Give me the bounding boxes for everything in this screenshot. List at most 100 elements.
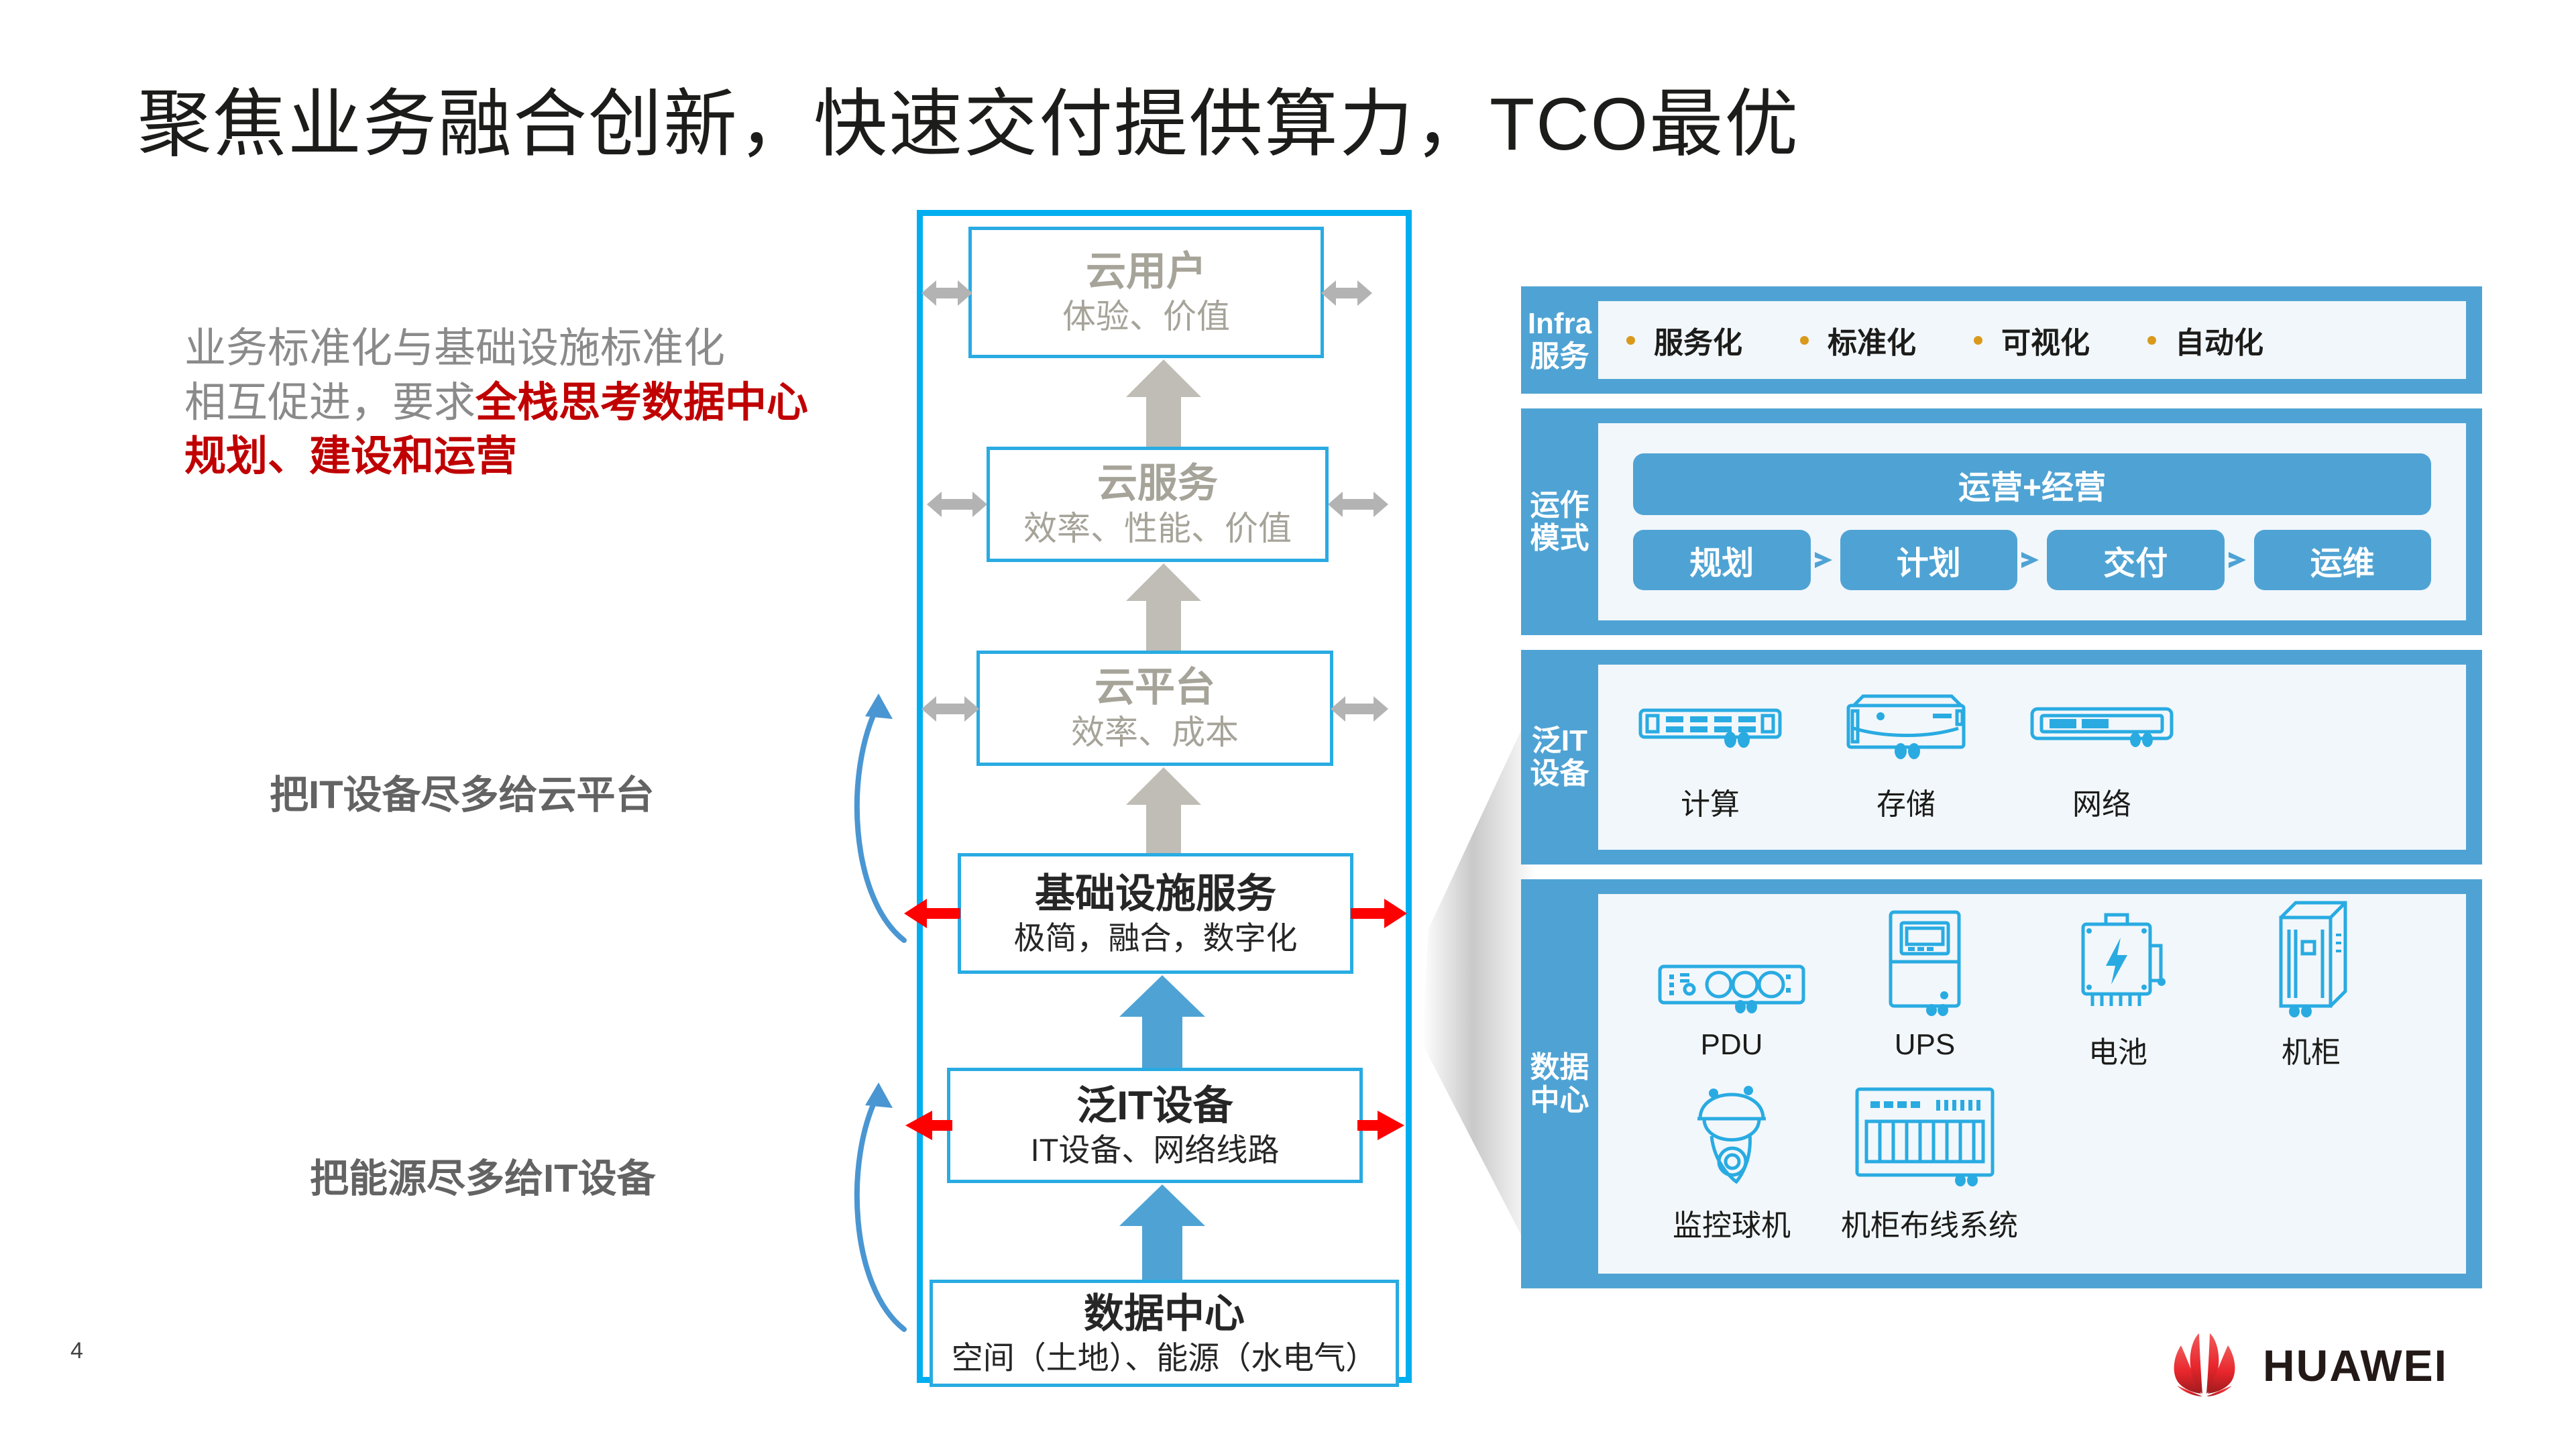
pill-schedule[interactable]: 计划: [1840, 530, 2017, 590]
pill-operation-business[interactable]: 运营+经营: [1633, 453, 2431, 515]
annotation-energy-to-it: 把能源尽多给IT设备: [310, 1157, 656, 1201]
center-stack-frame: 云用户 体验、价值 云服务 效率、性能、价值 云平台: [904, 210, 1412, 1387]
stack-box-general-it[interactable]: 泛IT设备 IT设备、网络线路: [947, 1068, 1363, 1183]
infra-bullet-item[interactable]: 服务化: [1626, 319, 1742, 361]
stack-up-arrow-4: [1119, 975, 1205, 1068]
stack-box-cloud-platform[interactable]: 云平台 效率、成本: [976, 651, 1333, 766]
dc-item-rack[interactable]: 机柜: [2227, 901, 2395, 1071]
stack-up-arrow-2: [1126, 563, 1201, 651]
stack-box-infra-service-title: 基础设施服务: [1035, 871, 1276, 916]
chevron-right-icon: [1811, 547, 1840, 573]
dc-item-rack-caption: 机柜: [2282, 1036, 2341, 1069]
band-infra-service-body: 服务化 标准化 可视化 自动化: [1598, 301, 2466, 379]
stack-box-general-it-subtitle: IT设备、网络线路: [1030, 1131, 1280, 1168]
side-red-arrow-left-2: [905, 1111, 952, 1140]
band-data-center-label-line2: 中心: [1530, 1084, 1589, 1117]
lead-paragraph-plain-2: 相互促进，要求: [184, 379, 476, 426]
band-operation-mode-label-line2: 模式: [1530, 522, 1589, 555]
lead-paragraph: 业务标准化与基础设施标准化 相互促进，要求全栈思考数据中心规划、建设和运营: [184, 322, 842, 484]
infra-bullet-item[interactable]: 标准化: [1800, 319, 1916, 361]
dc-item-ups[interactable]: UPS: [1841, 910, 2009, 1071]
stack-box-data-center-title: 数据中心: [1084, 1290, 1245, 1336]
infra-bullet-label: 标准化: [1828, 327, 1916, 359]
dc-item-battery[interactable]: 电池: [2034, 910, 2202, 1071]
it-item-compute[interactable]: 计算: [1626, 685, 1794, 823]
stack-box-infra-service[interactable]: 基础设施服务 极简，融合，数字化: [958, 853, 1353, 974]
stack-box-infra-service-subtitle: 极简，融合，数字化: [1013, 920, 1298, 956]
dc-icon-grid: PDU: [1598, 901, 2466, 1256]
chevron-right-icon: [2017, 547, 2047, 573]
stack-box-data-center[interactable]: 数据中心 空间（土地）、能源（水电气）: [930, 1280, 1399, 1387]
it-item-storage-caption: 存储: [1877, 788, 1936, 821]
pdu-icon: [1648, 910, 1815, 1017]
bullet-dot-icon: [1800, 335, 1809, 345]
it-item-network[interactable]: 网络: [2018, 685, 2186, 823]
band-data-center: 数据 中心: [1521, 879, 2482, 1288]
infra-bullet-label: 自动化: [2175, 327, 2263, 359]
band-general-it-equipment-label-line2: 设备: [1530, 757, 1589, 790]
dc-item-cabling-system[interactable]: 机柜布线系统: [1841, 1083, 2018, 1244]
pill-delivery[interactable]: 交付: [2047, 530, 2225, 590]
dc-item-cabling-system-caption: 机柜布线系统: [1841, 1209, 2018, 1242]
infra-bullet-row: 服务化 标准化 可视化 自动化: [1598, 319, 2466, 361]
band-operation-mode-body: 运营+经营 规划 计划 交付 运维: [1598, 423, 2466, 620]
band-general-it-equipment: 泛IT 设备: [1521, 650, 2482, 865]
infra-bullet-label: 服务化: [1654, 327, 1742, 359]
side-red-arrow-left-1: [904, 899, 960, 928]
stack-box-cloud-user-title: 云用户: [1086, 249, 1207, 294]
side-red-arrow-right-1: [1351, 899, 1407, 928]
stack-up-arrow-5: [1119, 1184, 1205, 1280]
band-operation-mode: 运作 模式 运营+经营 规划 计划 交付: [1521, 408, 2482, 635]
huawei-wordmark: HUAWEI: [2263, 1341, 2448, 1390]
lead-paragraph-highlight: 全栈思考数据中心规划、建设和运营: [184, 379, 809, 480]
side-double-arrow-right-3: [1331, 696, 1388, 722]
band-infra-service-label-line2: 服务: [1530, 340, 1589, 373]
infra-bullet-item[interactable]: 可视化: [1974, 319, 2090, 361]
infra-bullet-label: 可视化: [2001, 327, 2090, 359]
curved-arrow-up-1: [854, 693, 907, 943]
dc-item-ups-caption: UPS: [1894, 1028, 1956, 1061]
storage-array-icon: [1822, 685, 1990, 765]
stack-box-cloud-user-subtitle: 体验、价值: [1062, 298, 1230, 336]
cabling-system-icon: [1841, 1083, 2009, 1190]
server-compute-icon: [1626, 685, 1794, 765]
stack-box-cloud-platform-title: 云平台: [1095, 665, 1215, 710]
band-infra-service: Infra 服务 服务化 标准化 可视化: [1521, 286, 2482, 394]
stack-up-arrow-1: [1126, 359, 1201, 447]
stack-box-data-center-subtitle: 空间（土地）、能源（水电气）: [951, 1339, 1378, 1376]
bullet-dot-icon: [1974, 335, 1982, 345]
it-item-network-caption: 网络: [2072, 788, 2131, 821]
page-number: 4: [70, 1338, 83, 1363]
lead-paragraph-plain-1: 业务标准化与基础设施标准化: [184, 325, 726, 372]
side-red-arrow-right-2: [1357, 1111, 1404, 1140]
battery-icon: [2034, 910, 2202, 1017]
band-infra-service-label: Infra 服务: [1521, 286, 1598, 394]
band-general-it-equipment-body: 计算: [1598, 665, 2466, 850]
side-double-arrow-left-3: [921, 696, 979, 722]
dc-item-pdu[interactable]: PDU: [1648, 910, 1815, 1071]
bullet-dot-icon: [1626, 335, 1635, 345]
stack-box-cloud-service-title: 云服务: [1097, 461, 1218, 506]
band-operation-mode-label-line1: 运作: [1530, 488, 1589, 522]
ops-pill-row: 规划 计划 交付 运维: [1633, 530, 2431, 590]
band-infra-service-label-line1: Infra: [1527, 307, 1592, 340]
side-double-arrow-right-2: [1328, 492, 1388, 517]
infra-bullet-item[interactable]: 自动化: [2147, 319, 2263, 361]
stack-box-cloud-service[interactable]: 云服务 效率、性能、价值: [987, 447, 1329, 562]
huawei-logo: HUAWEI: [2161, 1329, 2448, 1402]
pill-operations[interactable]: 运维: [2253, 530, 2431, 590]
band-general-it-equipment-label: 泛IT 设备: [1521, 650, 1598, 865]
stack-box-cloud-user[interactable]: 云用户 体验、价值: [968, 227, 1324, 358]
it-item-storage[interactable]: 存储: [1822, 685, 1990, 823]
pill-plan[interactable]: 规划: [1633, 530, 1811, 590]
stack-up-arrow-3: [1126, 767, 1201, 853]
side-double-arrow-left-2: [927, 492, 987, 517]
chevron-right-icon: [2225, 547, 2254, 573]
side-double-arrow-right-1: [1321, 280, 1372, 306]
right-panel: Infra 服务 服务化 标准化 可视化: [1521, 286, 2482, 1303]
side-double-arrow-left-1: [921, 280, 972, 306]
bullet-dot-icon: [2147, 335, 2156, 345]
dc-item-dome-camera[interactable]: 监控球机: [1648, 1083, 1815, 1244]
dc-item-battery-caption: 电池: [2088, 1036, 2147, 1069]
